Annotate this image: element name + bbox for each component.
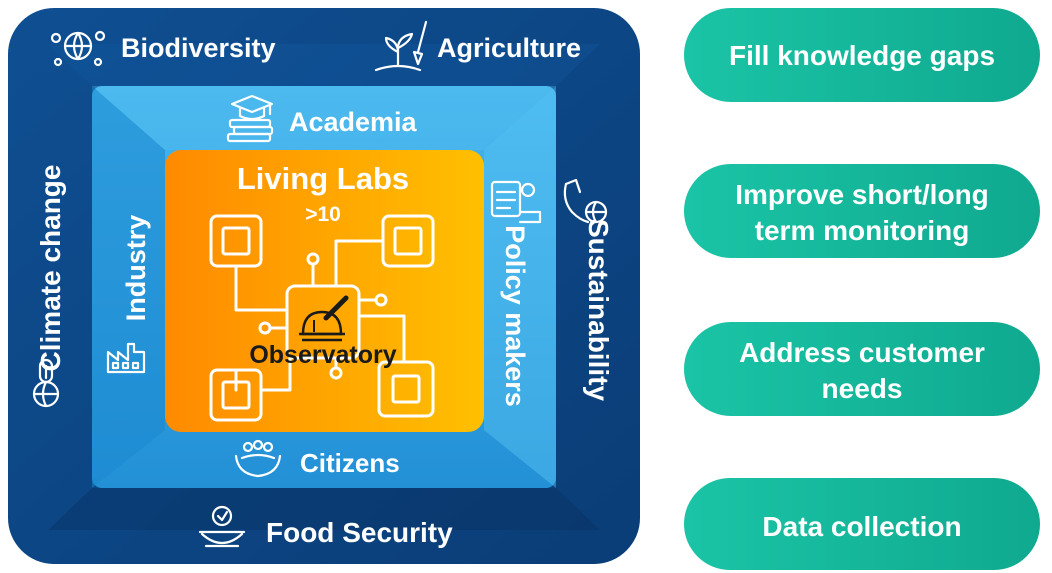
globe-thermometer-icon [32, 358, 60, 408]
citizens-label: Citizens [300, 448, 400, 478]
goal-4-line1: Data collection [762, 511, 961, 542]
graduation-books-icon [226, 94, 274, 143]
policy-makers-label: Policy makers [500, 225, 530, 407]
center-title: Living Labs [237, 161, 409, 196]
circuit-graphic [209, 214, 435, 422]
industry-label: Industry [121, 215, 151, 322]
goal-3-line2: needs [822, 373, 903, 404]
middle-bevel-top [92, 86, 556, 150]
goal-pill-3: Address customer needs [684, 322, 1040, 416]
outer-bevel-bottom [48, 488, 600, 530]
outer-bevel-top [48, 44, 600, 86]
factory-icon [106, 342, 146, 374]
goal-1-line1: Fill knowledge gaps [729, 40, 995, 71]
globe-animals-icon [50, 30, 106, 67]
goal-pill-2: Improve short/long term monitoring [684, 164, 1040, 258]
plant-shovel-icon [374, 20, 428, 72]
food-security-label: Food Security [266, 517, 453, 548]
observatory-label: Observatory [249, 341, 396, 369]
climate-change-label: Climate change [35, 165, 66, 372]
goal-2-line2: term monitoring [755, 215, 970, 246]
goal-pill-4: Data collection [684, 478, 1040, 570]
sustainability-label: Sustainability [583, 219, 614, 401]
food-bowl-icon [198, 505, 246, 548]
telescope-observatory-icon [299, 295, 349, 342]
goal-pill-1: Fill knowledge gaps [684, 8, 1040, 102]
goal-2-line1: Improve short/long [735, 179, 989, 210]
agriculture-label: Agriculture [437, 33, 581, 63]
hands-people-icon [234, 439, 282, 478]
documents-icon [490, 180, 542, 224]
academia-label: Academia [289, 107, 418, 137]
middle-bevel-right [484, 86, 556, 488]
center-count: >10 [305, 203, 341, 226]
middle-bevel-left [92, 86, 165, 488]
goal-3-line1: Address customer [739, 337, 985, 368]
hand-globe-icon [563, 178, 608, 224]
biodiversity-label: Biodiversity [121, 33, 276, 63]
